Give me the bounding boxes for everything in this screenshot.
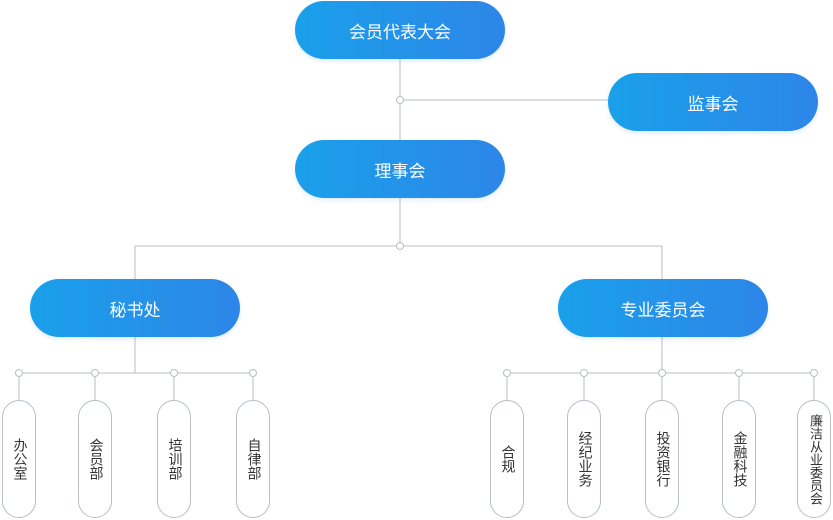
junction-dot	[396, 242, 404, 250]
junction-dot	[735, 369, 743, 377]
committee-label: 投资银行	[654, 431, 671, 487]
dept-box-office: 办公室	[2, 400, 36, 518]
node-label: 秘书处	[109, 300, 161, 321]
dept-box-training: 培训部	[157, 400, 191, 518]
committee-box-compliance: 合规	[490, 400, 524, 518]
junction-dot	[658, 369, 666, 377]
committee-label: 合规	[499, 445, 516, 473]
dept-label: 培训部	[166, 438, 183, 480]
node-council: 理事会	[295, 140, 505, 198]
dept-label: 办公室	[11, 438, 28, 480]
node-secretariat: 秘书处	[30, 279, 240, 337]
junction-dot	[810, 369, 818, 377]
junction-dot	[91, 369, 99, 377]
committee-box-integrity: 廉洁从业委员会	[797, 400, 831, 518]
dept-label: 自律部	[245, 438, 262, 480]
junction-dot	[503, 369, 511, 377]
committee-box-investment-banking: 投资银行	[645, 400, 679, 518]
committee-label: 廉洁从业委员会	[807, 413, 822, 505]
node-committees: 专业委员会	[558, 279, 768, 337]
junction-dot	[396, 96, 404, 104]
node-general-assembly: 会员代表大会	[295, 1, 505, 59]
node-label: 理事会	[374, 161, 426, 182]
node-label: 专业委员会	[620, 300, 706, 321]
committee-label: 金融科技	[731, 431, 748, 487]
junction-dot	[15, 369, 23, 377]
dept-label: 会员部	[87, 438, 104, 480]
committee-label: 经纪业务	[576, 431, 593, 487]
dept-box-membership: 会员部	[78, 400, 112, 518]
dept-box-self-regulation: 自律部	[236, 400, 270, 518]
committee-box-fintech: 金融科技	[722, 400, 756, 518]
node-label: 会员代表大会	[349, 22, 451, 43]
node-supervisory-board: 监事会	[608, 73, 818, 131]
node-label: 监事会	[687, 94, 739, 115]
junction-dot	[170, 369, 178, 377]
junction-dot	[580, 369, 588, 377]
committee-box-brokerage: 经纪业务	[567, 400, 601, 518]
junction-dot	[249, 369, 257, 377]
